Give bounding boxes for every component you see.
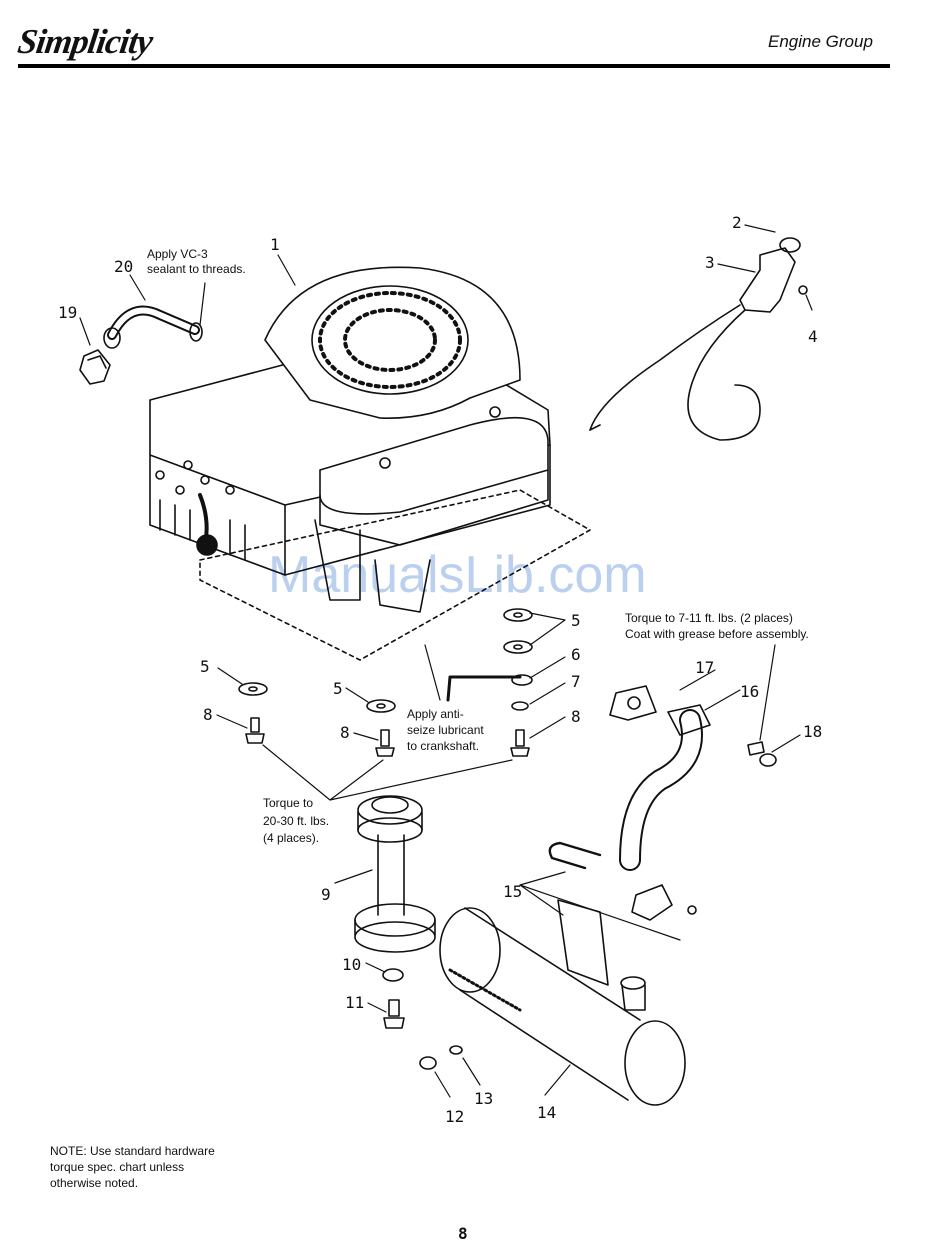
engine-assembly bbox=[149, 266, 591, 661]
leader-lines bbox=[79, 224, 813, 1098]
callout-8b: 8 bbox=[340, 723, 350, 742]
exhaust-gasket bbox=[609, 685, 657, 721]
callout-15: 15 bbox=[503, 882, 522, 901]
note-torque-20-30-line2: 20-30 ft. lbs. bbox=[263, 814, 329, 828]
note-antiseize-line1: Apply anti- bbox=[407, 707, 464, 721]
pulley-bolt bbox=[383, 999, 405, 1029]
callout-16: 16 bbox=[740, 682, 759, 701]
callout-8c: 8 bbox=[571, 707, 581, 726]
spacer-washers bbox=[446, 608, 533, 711]
callout-14: 14 bbox=[537, 1103, 556, 1122]
callout-5a: 5 bbox=[571, 611, 581, 630]
callout-6: 6 bbox=[571, 645, 581, 664]
note-torque-20-30-line1: Torque to bbox=[263, 796, 313, 810]
flywheel-screen bbox=[311, 285, 469, 395]
note-sealant-line1: Apply VC-3 bbox=[147, 247, 208, 261]
hardware-torque-note: NOTE: Use standard hardware torque spec.… bbox=[50, 1144, 215, 1190]
callout-10: 10 bbox=[342, 955, 361, 974]
callout-1: 1 bbox=[270, 235, 280, 254]
callout-5b: 5 bbox=[200, 657, 210, 676]
exhaust-pipe bbox=[619, 704, 711, 871]
belleville-washer bbox=[382, 968, 404, 982]
note-sealant-line2: sealant to threads. bbox=[147, 262, 246, 276]
callout-5c: 5 bbox=[333, 679, 343, 698]
note-antiseize-line3: to crankshaft. bbox=[407, 739, 479, 753]
callout-12: 12 bbox=[445, 1107, 464, 1126]
muffler bbox=[439, 899, 686, 1106]
callout-8a: 8 bbox=[203, 705, 213, 724]
callout-9: 9 bbox=[321, 885, 331, 904]
lock-nut bbox=[419, 1056, 437, 1070]
note-torque-7-11-line2: Coat with grease before assembly. bbox=[625, 627, 809, 641]
callout-2: 2 bbox=[732, 213, 742, 232]
u-bolt-clamp bbox=[548, 841, 697, 921]
note-torque-20-30-line3: (4 places). bbox=[263, 831, 319, 845]
section-title: Engine Group bbox=[768, 32, 873, 51]
lock-washer bbox=[449, 1045, 463, 1055]
callout-18: 18 bbox=[803, 722, 822, 741]
drain-cap bbox=[79, 349, 111, 385]
callout-7: 7 bbox=[571, 672, 581, 691]
callout-13: 13 bbox=[474, 1089, 493, 1108]
callout-4: 4 bbox=[808, 327, 818, 346]
crankshaft-pulley bbox=[354, 795, 436, 953]
throttle-control bbox=[589, 237, 808, 441]
note-antiseize-line2: seize lubricant bbox=[407, 723, 484, 737]
oil-drain-hose bbox=[103, 305, 203, 349]
header-rule bbox=[18, 64, 890, 68]
muffler-bolt bbox=[747, 741, 777, 767]
note-torque-7-11-line1: Torque to 7-11 ft. lbs. (2 places) bbox=[625, 611, 793, 625]
callout-17: 17 bbox=[695, 658, 714, 677]
mounting-bolts bbox=[245, 717, 530, 757]
callout-11: 11 bbox=[345, 993, 364, 1012]
callout-20: 20 bbox=[114, 257, 133, 276]
callout-19: 19 bbox=[58, 303, 77, 322]
callout-3: 3 bbox=[705, 253, 715, 272]
watermark: ManualsLib.com bbox=[268, 546, 647, 604]
front-spacers bbox=[238, 682, 396, 713]
page-number: 8 bbox=[458, 1224, 468, 1243]
